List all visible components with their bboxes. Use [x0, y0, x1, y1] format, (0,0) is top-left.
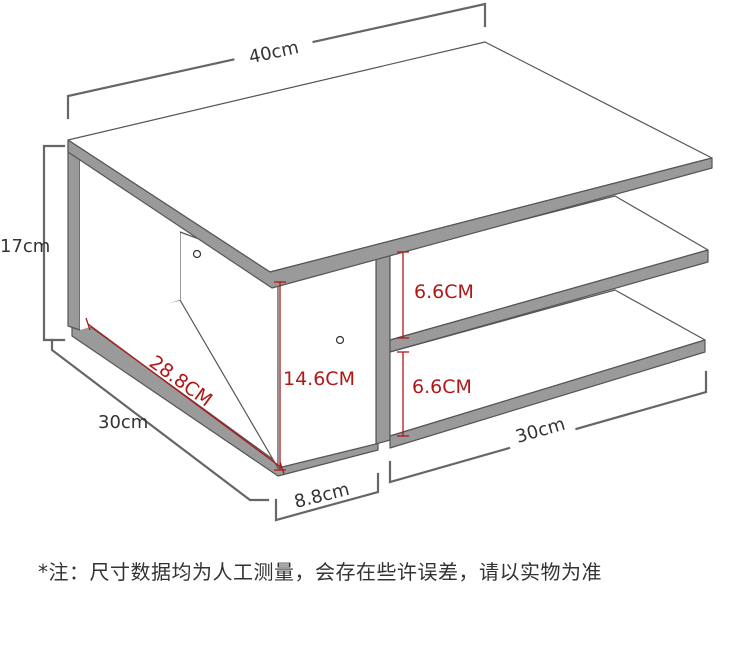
- shelf-structure: [67, 41, 713, 477]
- inner-dimension-lines: [85, 251, 409, 475]
- dim-line-compartment: [274, 472, 380, 522]
- screw-icon: [192, 249, 202, 259]
- label-lower-gap: 6.6CM: [412, 376, 472, 398]
- dim-line-height: [42, 144, 66, 342]
- left-side-panel-face: [80, 146, 180, 330]
- screw-icon: [335, 335, 345, 345]
- divider-panel: [375, 253, 391, 445]
- dim-line-depth: [50, 338, 270, 502]
- measurement-note: *注：尺寸数据均为人工测量，会存在些许误差，请以实物为准: [38, 560, 602, 584]
- label-height: 17cm: [0, 236, 50, 257]
- label-upper-gap: 6.6CM: [414, 281, 474, 303]
- upper-shelf-edge: [389, 249, 709, 353]
- dim-line-inner-depth: [87, 323, 283, 469]
- divider-panel-face: [277, 257, 377, 469]
- left-side-panel: [67, 141, 81, 331]
- label-depth: 30cm: [98, 412, 148, 433]
- top-board-edge: [67, 139, 713, 289]
- label-inner-height: 14.6CM: [283, 368, 355, 390]
- lower-shelf-edge: [389, 339, 706, 449]
